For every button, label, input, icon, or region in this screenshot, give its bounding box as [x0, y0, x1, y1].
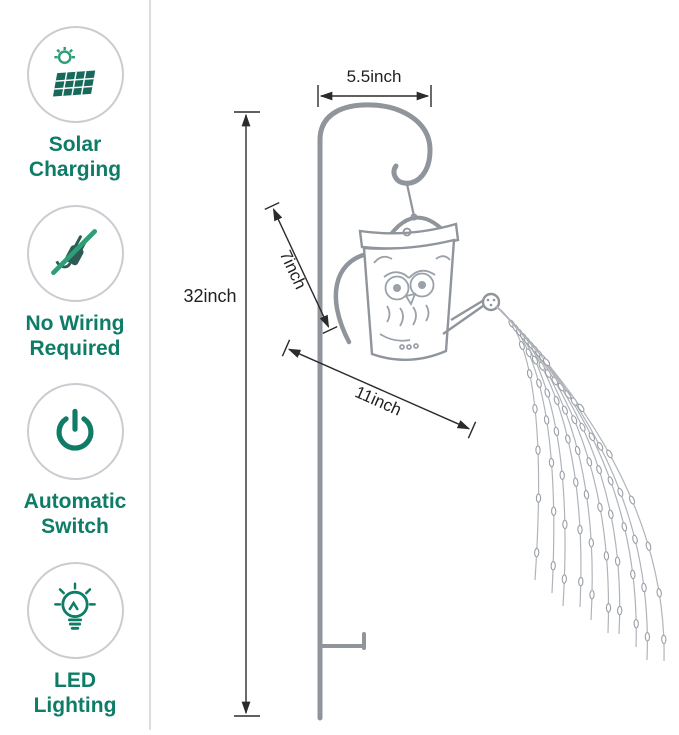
feature-label-line: Solar: [48, 133, 102, 156]
feature-led-lighting: LED Lighting: [26, 561, 124, 718]
feature-label-line: Charging: [28, 158, 122, 182]
vertical-divider: [149, 0, 151, 730]
icon-circle: [26, 561, 124, 659]
solar-panel-sun-icon: [52, 46, 96, 97]
feature-label-line: Automatic: [23, 490, 127, 514]
pole-height-label: 32inch: [183, 286, 236, 306]
feature-solar-charging: Solar Charging: [26, 26, 124, 182]
feature-no-wiring: No Wiring Required: [26, 204, 125, 361]
dimension-pole-height: 32inch: [183, 111, 260, 717]
feature-label-line: No Wiring: [25, 311, 125, 335]
icon-circle: [26, 26, 124, 123]
light-bulb-icon: [54, 582, 96, 630]
feature-sidebar: Solar Charging No Wiring Required: [0, 0, 150, 730]
icon-circle: [26, 204, 124, 302]
product-diagram: 5.5inch 32inch 7inch 11inch: [150, 0, 679, 730]
icon-circle: [26, 383, 124, 481]
feature-automatic-switch: Automatic Switch: [24, 383, 127, 539]
feature-label: No Wiring Required: [26, 311, 125, 361]
product-illustration: 5.5inch 32inch 7inch 11inch: [183, 67, 667, 721]
sprinkler-head: [481, 292, 501, 312]
can-height-label: 7inch: [276, 247, 310, 292]
owl-decoration: [373, 255, 451, 350]
dimension-can-height: 7inch: [264, 201, 338, 335]
feature-label-line: Lighting: [33, 693, 117, 717]
feature-label-line: LED: [54, 668, 96, 692]
shepherd-hook: [317, 102, 433, 721]
hanger-wire: [405, 183, 418, 221]
feature-label: LED Lighting: [34, 668, 117, 718]
power-switch-icon: [56, 408, 94, 451]
feature-label-line: Switch: [41, 515, 109, 539]
dimension-hook-width: 5.5inch: [317, 67, 432, 107]
light-strands: [495, 305, 667, 662]
feature-label: Solar Charging: [29, 132, 121, 182]
watering-can: [333, 215, 501, 362]
can-side-handle: [333, 251, 370, 345]
no-plug-icon: [51, 229, 98, 276]
feature-label: Automatic Switch: [24, 489, 127, 539]
feature-label-line: Required: [29, 336, 121, 360]
ground-step: [320, 632, 366, 650]
hook-width-label: 5.5inch: [347, 67, 402, 86]
